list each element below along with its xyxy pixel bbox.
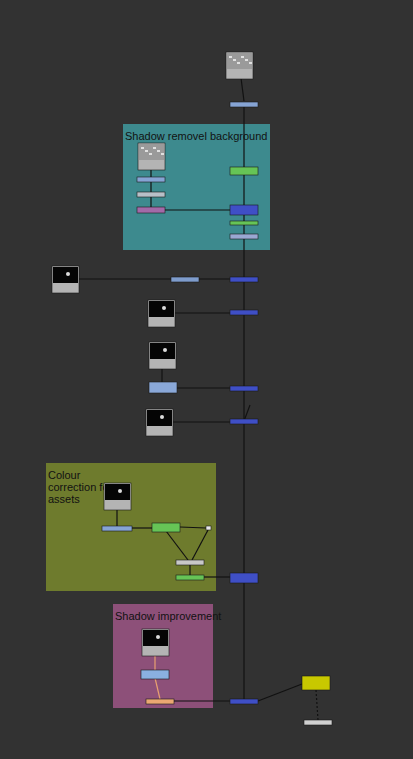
wire: [166, 531, 188, 560]
wire: [177, 387, 230, 388]
graph-node: [102, 526, 132, 531]
wire: [150, 169, 151, 210]
graph-node: [146, 409, 173, 436]
graph-node: [137, 192, 165, 197]
thumbnail-spot: [118, 489, 122, 493]
thumbnail: [150, 343, 175, 359]
graph-node: [171, 277, 199, 282]
graph-node: [230, 205, 258, 215]
wire: [116, 509, 117, 526]
backdrop-label: Colour correction for assets: [48, 469, 118, 505]
graph-node: [148, 300, 175, 327]
wire: [258, 684, 302, 701]
backdrop-box: Colour correction for assets: [46, 463, 216, 591]
thumbnail-spot: [160, 415, 164, 419]
graph-node: [230, 221, 258, 225]
thumbnail-spot: [156, 635, 160, 639]
graph-node: [138, 143, 165, 170]
wire: [204, 576, 230, 577]
wire: [243, 104, 244, 702]
graph-node: [230, 699, 258, 704]
thumbnail: [143, 630, 168, 646]
wire: [244, 405, 250, 421]
wire: [192, 530, 208, 560]
thumbnail-texture: [229, 56, 232, 58]
graph-node: [230, 234, 258, 239]
thumbnail-texture: [237, 62, 240, 64]
thumbnail-texture: [245, 59, 248, 61]
graph-node: [230, 419, 258, 424]
thumbnail-texture: [157, 150, 160, 152]
backdrop-label: Shadow improvement: [115, 610, 225, 622]
thumbnail-texture: [161, 153, 164, 155]
graph-node: [52, 266, 79, 293]
wire: [155, 678, 160, 699]
thumbnail-texture: [145, 150, 148, 152]
wire: [175, 312, 230, 313]
thumbnail-texture: [233, 59, 236, 61]
graph-node: [226, 52, 253, 79]
thumbnail-spot: [66, 272, 70, 276]
wire: [241, 78, 244, 101]
wire: [180, 527, 206, 528]
thumbnail-texture: [153, 147, 156, 149]
graph-node: [149, 342, 176, 369]
graph-node: [137, 207, 165, 213]
graph-node: [104, 483, 131, 510]
thumbnail: [105, 484, 130, 500]
thumbnail-spot: [162, 306, 166, 310]
thumbnail: [53, 267, 78, 283]
graph-node: [141, 670, 169, 679]
thumbnail-spot: [163, 348, 167, 352]
graph-node: [230, 573, 258, 583]
graph-node: [176, 560, 204, 565]
graph-node: [230, 386, 258, 391]
wire: [174, 700, 230, 701]
graph-node: [206, 526, 211, 530]
wire: [316, 690, 318, 720]
graph-node: [137, 177, 165, 182]
wire: [79, 278, 230, 279]
thumbnail: [147, 410, 172, 426]
graph-node: [302, 676, 330, 690]
wire: [173, 421, 230, 422]
backdrop-box: Shadow improvement: [113, 604, 213, 708]
wire: [154, 656, 155, 670]
thumbnail-texture: [141, 147, 144, 149]
graph-node: [230, 167, 258, 175]
graph-node: [149, 382, 177, 393]
graph-node: [230, 310, 258, 315]
graph-node: [176, 575, 204, 580]
thumbnail-texture: [249, 62, 252, 64]
graph-node: [146, 699, 174, 704]
graph-node: [152, 523, 180, 532]
thumbnail-texture: [149, 153, 152, 155]
thumbnail: [139, 144, 164, 160]
thumbnail: [227, 53, 252, 69]
graph-node: [230, 102, 258, 107]
wire: [165, 209, 230, 210]
wire: [132, 527, 152, 528]
thumbnail-texture: [241, 56, 244, 58]
graph-node: [304, 720, 332, 725]
backdrop-box: Shadow removel background: [123, 124, 270, 250]
wire: [161, 369, 162, 382]
wire: [189, 565, 190, 575]
graph-node: [230, 277, 258, 282]
thumbnail: [149, 301, 174, 317]
backdrop-label: Shadow removel background: [125, 130, 270, 142]
graph-node: [142, 629, 169, 656]
